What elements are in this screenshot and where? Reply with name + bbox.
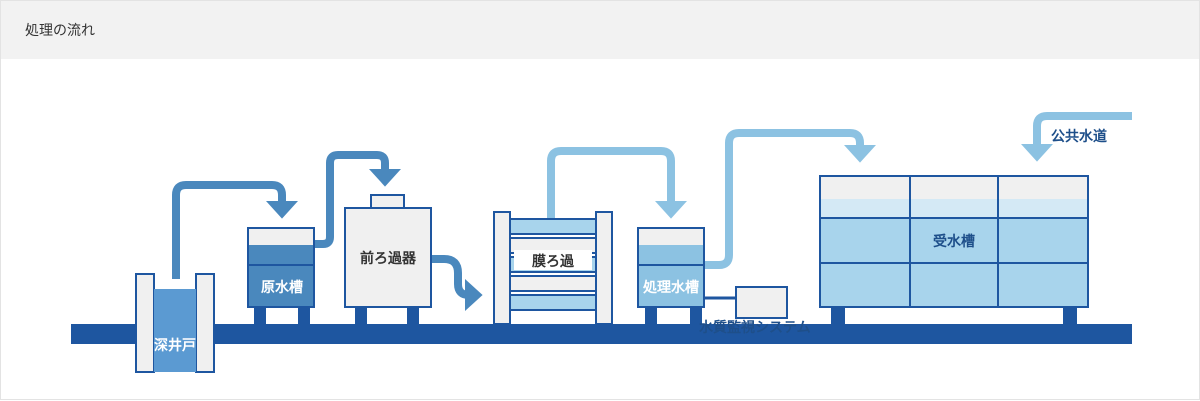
membrane-label: 膜ろ過 — [532, 253, 575, 270]
well-label: 深井戸 — [154, 337, 196, 354]
flow-treated-tank-to-receiving-tank — [704, 129, 876, 269]
membrane-filter: 膜ろ過 — [493, 211, 613, 325]
flow-raw-tank-to-prefilter — [314, 151, 401, 248]
raw-water-tank: 原水槽 — [247, 227, 315, 308]
receiving-tank: 受水槽 — [819, 175, 1089, 308]
flow-well-to-raw-tank — [172, 181, 298, 279]
raw-tank-label: 原水槽 — [261, 279, 303, 296]
panel-title: 処理の流れ — [25, 23, 95, 39]
equipment-legs — [254, 307, 1077, 324]
ground-pipe — [71, 324, 1132, 344]
receiving-tank-label: 受水槽 — [933, 233, 975, 250]
public-water-label: 公共水道 — [1051, 128, 1107, 145]
flow-prefilter-to-membrane — [431, 255, 483, 311]
pre-filter: 前ろ過器 — [344, 194, 432, 308]
monitor-label: 水質監視システム — [699, 319, 811, 336]
panel-header: 処理の流れ — [1, 1, 1199, 59]
flow-membrane-to-treated-tank — [547, 147, 687, 219]
flow-public-water-supply — [1021, 112, 1132, 162]
treated-tank-label: 処理水槽 — [642, 279, 699, 296]
treated-water-tank: 処理水槽 — [637, 227, 705, 308]
deep-well: 深井戸 — [135, 273, 215, 373]
water-quality-monitor: 水質監視システム — [699, 286, 811, 336]
prefilter-label: 前ろ過器 — [360, 250, 417, 267]
